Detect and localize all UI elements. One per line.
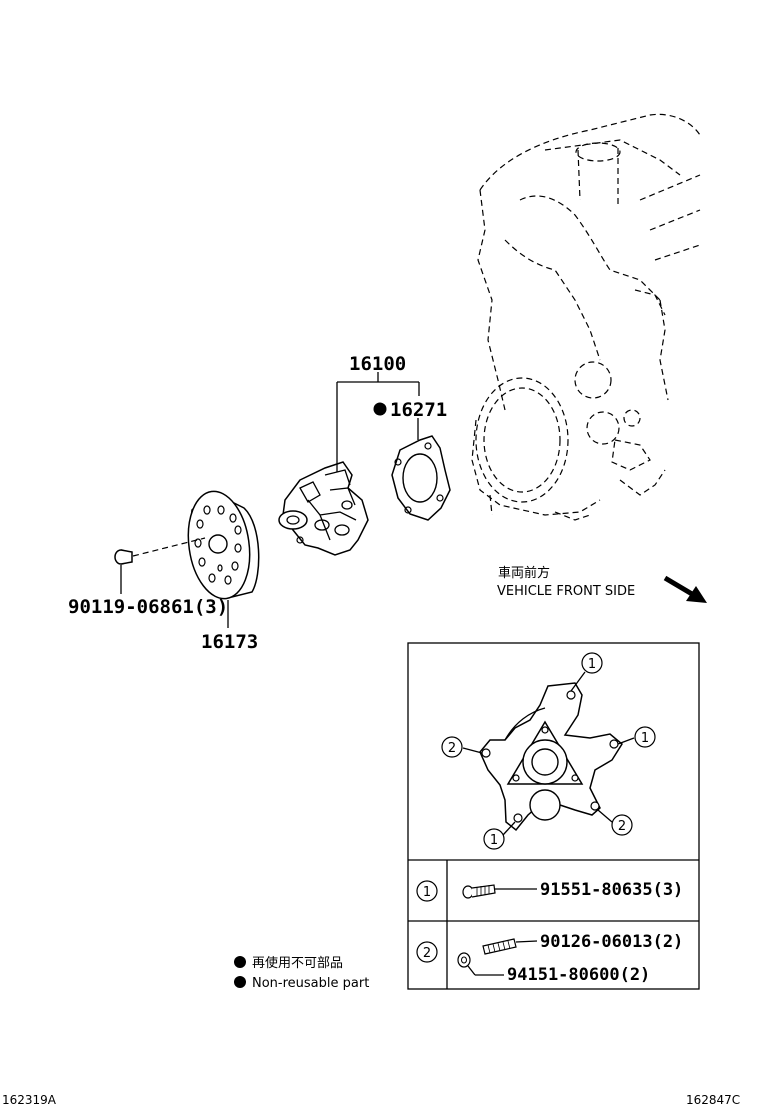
row-1-part: 91551-80635(3) bbox=[540, 880, 683, 900]
label-16173: 16173 bbox=[201, 631, 258, 653]
row-1-index-circle bbox=[416, 880, 438, 902]
ref-right: 162847C bbox=[686, 1093, 740, 1107]
bolt-icon bbox=[462, 884, 496, 899]
callout-2-right: 2 bbox=[611, 814, 633, 836]
svg-text:2: 2 bbox=[618, 819, 626, 834]
ref-left: 162319A bbox=[2, 1093, 57, 1107]
svg-text:1: 1 bbox=[588, 657, 596, 672]
row-2-part-1: 90126-06013(2) bbox=[540, 932, 683, 952]
nut-icon bbox=[457, 952, 471, 968]
direction-label-en: VEHICLE FRONT SIDE bbox=[497, 584, 635, 599]
svg-text:1: 1 bbox=[641, 731, 649, 746]
legend-dot-icon bbox=[234, 976, 246, 988]
non-reusable-marker bbox=[373, 402, 387, 416]
label-16271: 16271 bbox=[390, 399, 447, 421]
engine-outline bbox=[471, 113, 701, 521]
inset-pump-view bbox=[479, 682, 623, 832]
pulley bbox=[187, 490, 260, 600]
row-2-index: 2 bbox=[423, 946, 431, 961]
callout-1-top: 1 bbox=[581, 652, 603, 674]
inset-row-1: 1 91551-80635(3) bbox=[416, 880, 683, 902]
water-pump bbox=[278, 461, 369, 556]
inset-row-2: 2 90126-06013(2) 94151-80600(2) bbox=[416, 932, 683, 985]
row-2-index-circle bbox=[416, 941, 438, 963]
pulley-bolt bbox=[114, 537, 206, 565]
row-2-part-2: 94151-80600(2) bbox=[507, 965, 650, 985]
legend-jp: 再使用不可部品 bbox=[252, 955, 343, 971]
label-90119: 90119-06861(3) bbox=[68, 596, 228, 618]
label-16100: 16100 bbox=[349, 353, 406, 375]
stud-icon bbox=[482, 938, 517, 955]
legend: 再使用不可部品 Non-reusable part bbox=[234, 955, 369, 991]
legend-dot-icon bbox=[234, 956, 246, 968]
callout-1-bottom: 1 bbox=[483, 828, 505, 850]
svg-text:2: 2 bbox=[448, 741, 456, 756]
leader-lines bbox=[120, 372, 420, 628]
direction-arrow-icon bbox=[663, 575, 707, 603]
gasket bbox=[391, 435, 451, 521]
callout-1-right: 1 bbox=[634, 726, 656, 748]
legend-en: Non-reusable part bbox=[252, 976, 369, 991]
svg-text:1: 1 bbox=[490, 833, 498, 848]
inset-callout-leaders bbox=[462, 671, 635, 836]
row-1-index: 1 bbox=[423, 885, 431, 900]
direction-label-jp: 車両前方 bbox=[498, 565, 550, 581]
callout-2-left: 2 bbox=[441, 736, 463, 758]
